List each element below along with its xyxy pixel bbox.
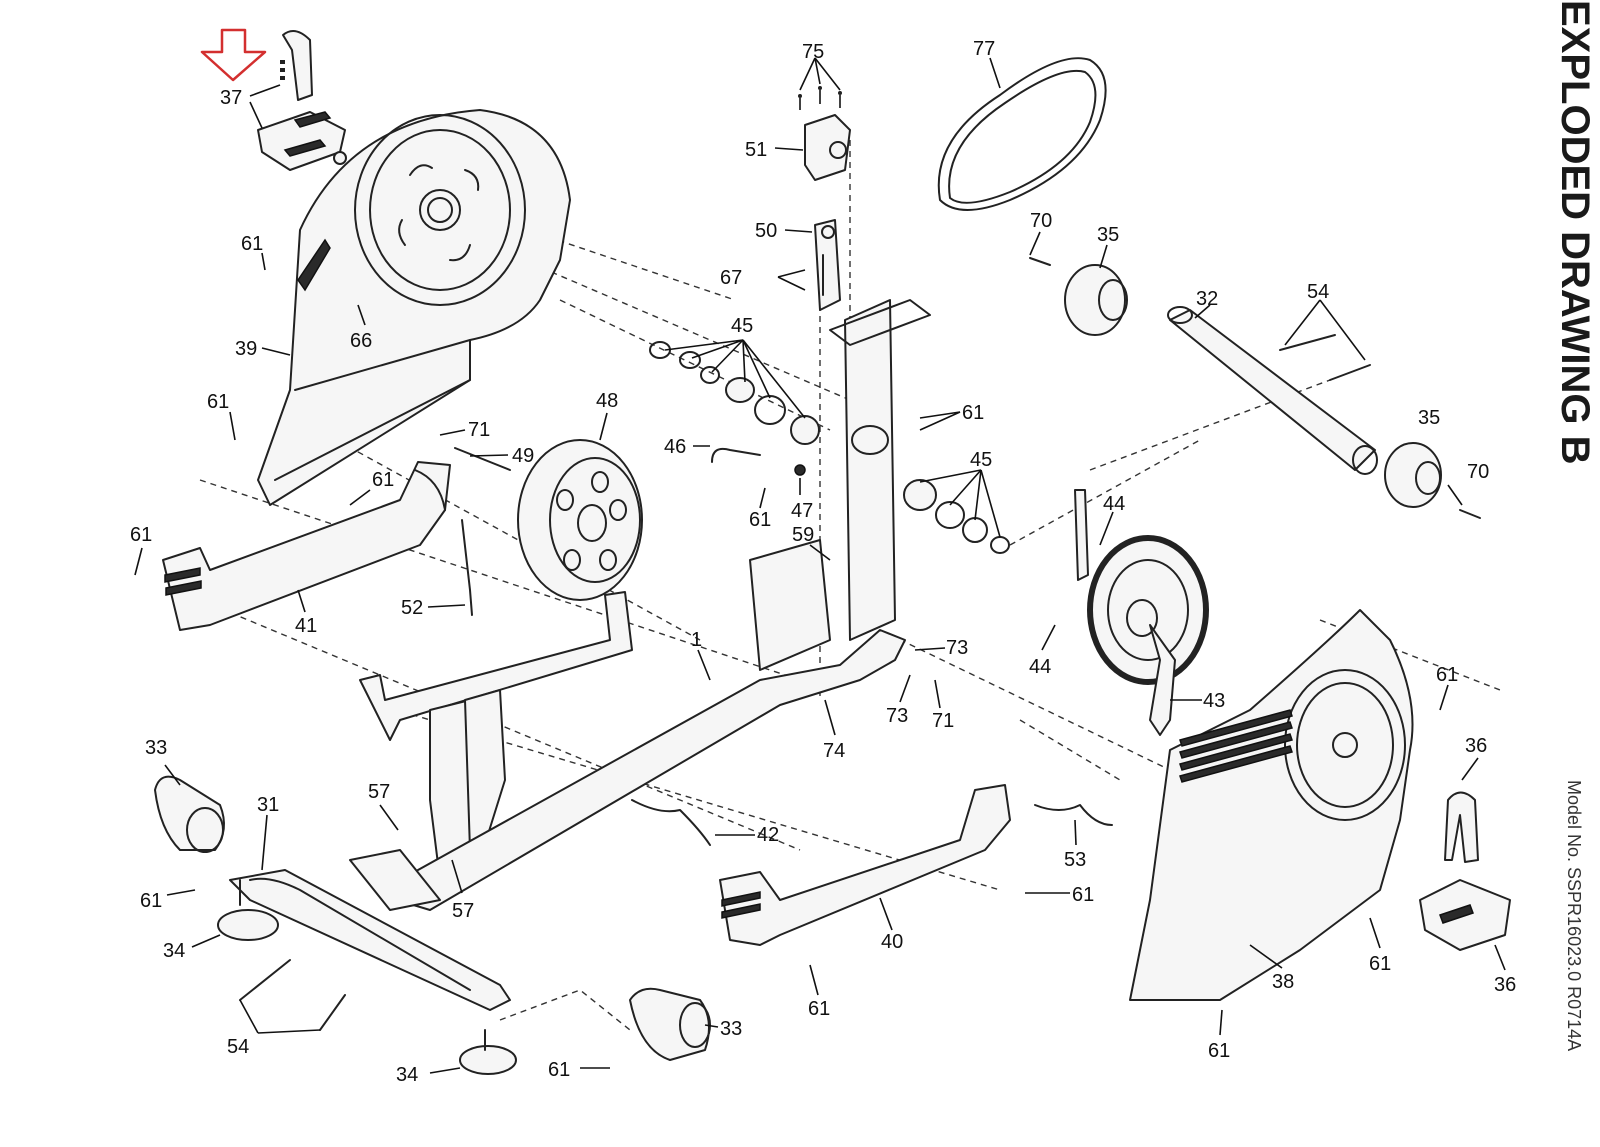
callout-61-g: 61 (1436, 664, 1458, 686)
right-shroud-38 (1129, 609, 1414, 1001)
tension-arm-50 (814, 219, 841, 311)
leveling-foot-34-right (459, 1029, 517, 1075)
axle-49 (454, 447, 511, 616)
callout-70-top: 70 (1030, 210, 1052, 232)
callout-57-top: 57 (368, 781, 390, 803)
callouts: 37 75 77 51 70 35 50 32 54 61 67 66 45 3… (130, 38, 1516, 1086)
down-arrow-icon (200, 28, 267, 82)
end-cap-33-right (629, 987, 711, 1061)
callout-45-upper: 45 (731, 315, 753, 337)
callout-47: 47 (791, 500, 813, 522)
callout-61-e: 61 (130, 524, 152, 546)
callout-1: 1 (691, 629, 702, 651)
callout-41: 41 (295, 615, 317, 637)
callout-61-h: 61 (140, 890, 162, 912)
callout-61-a: 61 (241, 233, 263, 255)
callout-42: 42 (757, 824, 779, 846)
drive-belt-77 (937, 57, 1107, 211)
stabilizer-31 (229, 869, 511, 1011)
callout-61-j: 61 (1369, 953, 1391, 975)
callout-37: 37 (220, 87, 242, 109)
callout-70-bottom: 70 (1467, 461, 1489, 483)
callout-50: 50 (755, 220, 777, 242)
left-pedal-37 (257, 30, 347, 171)
callout-77: 77 (973, 38, 995, 60)
callout-61-d: 61 (372, 469, 394, 491)
callout-53: 53 (1064, 849, 1086, 871)
callout-54-bottom: 54 (227, 1036, 249, 1058)
motor-51 (804, 114, 851, 181)
left-shroud-39 (257, 109, 571, 506)
callout-74: 74 (823, 740, 845, 762)
callout-52: 52 (401, 597, 423, 619)
screws-75 (798, 86, 842, 110)
callout-71-upper: 71 (468, 419, 490, 441)
callout-34-right: 34 (396, 1064, 418, 1086)
main-frame-1 (349, 299, 931, 911)
callout-67: 67 (720, 267, 742, 289)
callout-73-right: 73 (946, 637, 968, 659)
callout-49: 49 (512, 445, 534, 467)
callout-32: 32 (1196, 288, 1218, 310)
callout-61-b: 61 (207, 391, 229, 413)
side-model-number: Model No. SSPR16023.0 R0714A (1564, 780, 1584, 1051)
callout-61-k: 61 (808, 998, 830, 1020)
leader-lines (134, 57, 1506, 1074)
side-model-text: Model No. SSPR16023.0 R0714A (1564, 780, 1584, 1051)
callout-33-left: 33 (145, 737, 167, 759)
callout-39: 39 (235, 338, 257, 360)
callout-36-bottom: 36 (1494, 974, 1516, 996)
right-pedal-36 (1419, 791, 1511, 951)
callout-75: 75 (802, 41, 824, 63)
callout-44-bottom: 44 (1029, 656, 1051, 678)
flywheel-48 (517, 439, 643, 601)
callout-33-right: 33 (720, 1018, 742, 1040)
idler-assembly (1029, 257, 1481, 519)
leveling-foot-34-left (217, 879, 279, 941)
callout-66: 66 (350, 330, 372, 352)
callout-36-top: 36 (1465, 735, 1487, 757)
callout-61-i: 61 (1072, 884, 1094, 906)
bolts-54 (239, 959, 346, 1031)
side-title-text: EXPLODED DRAWING B (1553, 0, 1597, 464)
bearings-45-lower (903, 479, 1010, 554)
wire-53 (1034, 804, 1113, 826)
callout-43: 43 (1203, 690, 1225, 712)
callout-35-top: 35 (1097, 224, 1119, 246)
callout-46: 46 (664, 436, 686, 458)
side-title: EXPLODED DRAWING B (1553, 0, 1597, 464)
callout-45-lower: 45 (970, 449, 992, 471)
callout-61-l: 61 (1208, 1040, 1230, 1062)
bearings-45-upper (649, 341, 820, 445)
bracket-46 (711, 447, 806, 476)
callout-38: 38 (1272, 971, 1294, 993)
callout-48: 48 (596, 390, 618, 412)
wire-42 (631, 799, 711, 846)
end-cap-33-left (154, 775, 225, 853)
callout-71-lower: 71 (932, 710, 954, 732)
callout-73-left: 73 (886, 705, 908, 727)
callout-61-m: 61 (548, 1059, 570, 1081)
callout-31: 31 (257, 794, 279, 816)
callout-35-bottom: 35 (1418, 407, 1440, 429)
left-lower-cover-41 (162, 461, 451, 631)
callout-59: 59 (792, 524, 814, 546)
callout-44-top: 44 (1103, 493, 1125, 515)
callout-57-bottom: 57 (452, 900, 474, 922)
callout-54-top: 54 (1307, 281, 1329, 303)
callout-51: 51 (745, 139, 767, 161)
callout-40: 40 (881, 931, 903, 953)
right-lower-cover-40 (719, 784, 1011, 946)
pulley-43 (1074, 489, 1209, 736)
callout-61-c: 61 (962, 402, 984, 424)
callout-34-left: 34 (163, 940, 185, 962)
callout-61-f: 61 (749, 509, 771, 531)
